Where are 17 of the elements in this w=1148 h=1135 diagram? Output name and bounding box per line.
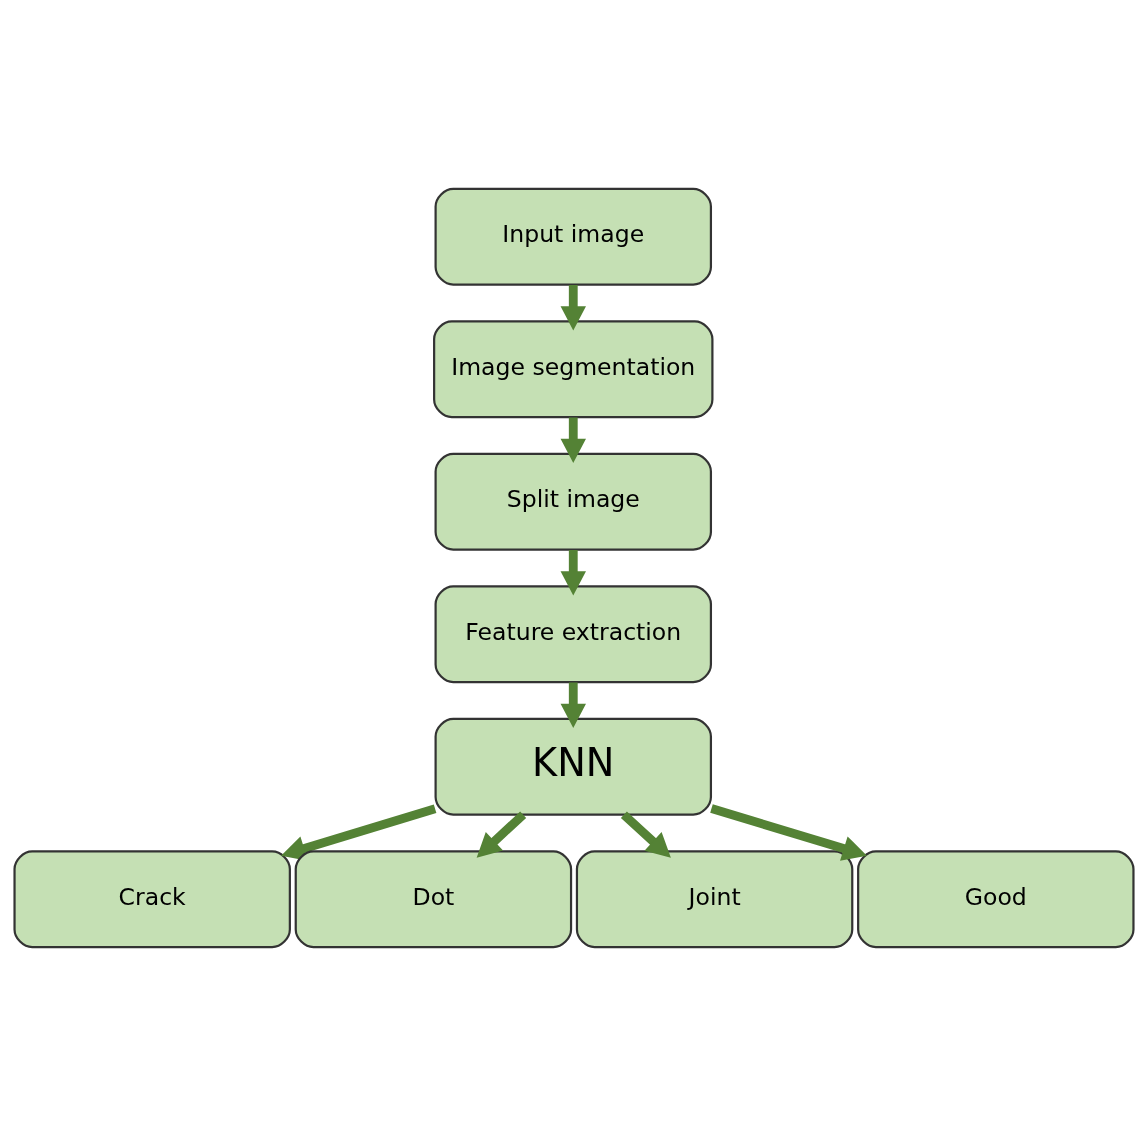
node-box: Dot <box>294 849 573 948</box>
arrow <box>560 417 586 463</box>
node-box: Image segmentation <box>433 319 714 418</box>
arrow <box>620 810 671 858</box>
arrow <box>476 810 527 858</box>
arrow <box>560 549 586 596</box>
node-box: Crack <box>13 849 291 948</box>
node-box: Input image <box>434 187 713 286</box>
arrow <box>560 284 586 331</box>
node-box: Joint <box>575 849 854 948</box>
arrow <box>560 682 586 728</box>
node-box: Feature extraction <box>434 584 713 683</box>
node-box: Split image <box>434 452 713 551</box>
node-box: Good <box>857 849 1135 948</box>
arrow <box>710 803 867 861</box>
node-box: KNN <box>434 717 713 816</box>
arrow <box>281 804 437 861</box>
